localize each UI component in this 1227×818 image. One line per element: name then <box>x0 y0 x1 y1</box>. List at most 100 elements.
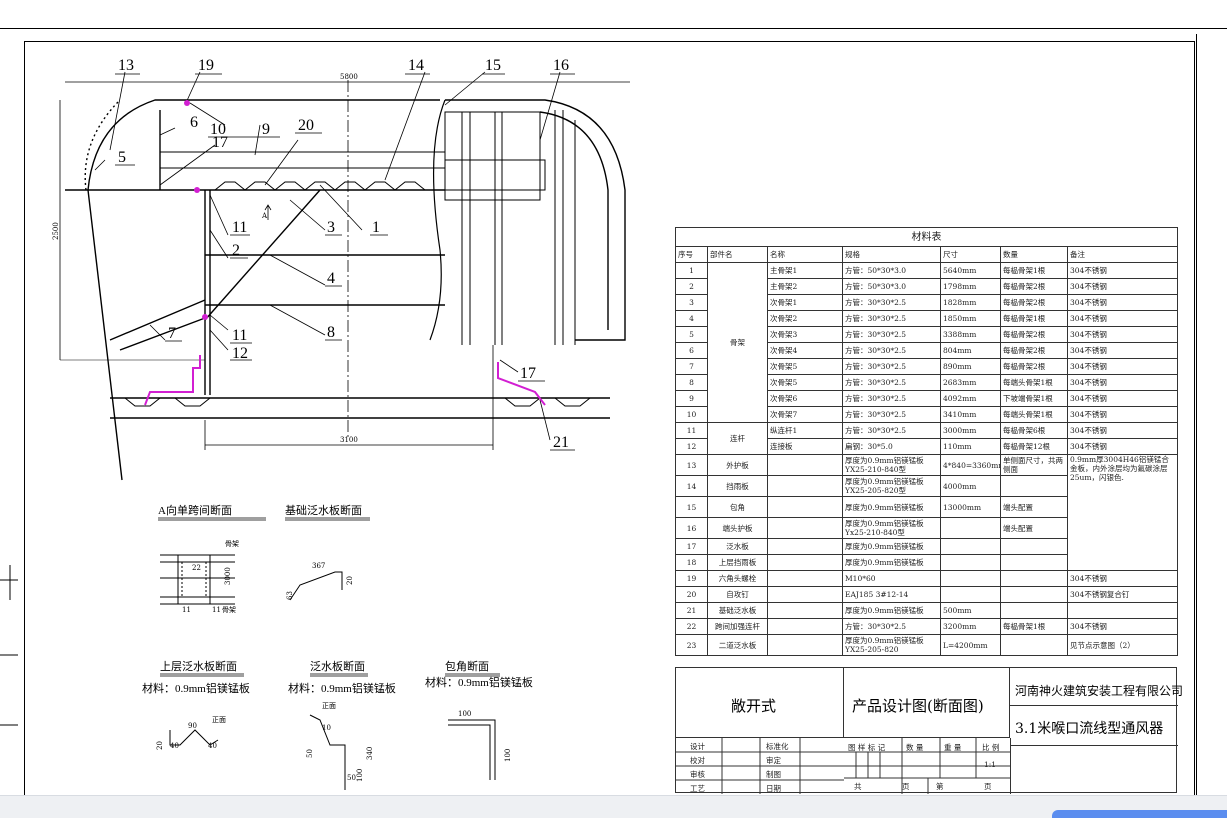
callout-13: 13 <box>118 57 134 74</box>
material-cell: 7 <box>675 358 708 375</box>
outer-arc-detail <box>84 99 121 191</box>
material-cell <box>767 538 843 555</box>
callout-underlines <box>115 73 575 451</box>
material-cell: 304不锈钢 <box>1067 342 1178 359</box>
bf-label-20: 20 <box>346 576 354 585</box>
material-cell <box>767 586 843 603</box>
material-cell: 10 <box>675 406 708 423</box>
callout-17b: 17 <box>520 365 536 382</box>
scale-value: 1:1 <box>984 760 997 769</box>
col-header: 数量 <box>1000 246 1068 263</box>
sheet-num: 第 <box>936 782 944 791</box>
bottom-bar <box>0 795 1227 818</box>
corner-title: 包角断面 <box>445 659 489 673</box>
right-frame-box <box>444 111 541 201</box>
material-cell: 厚度为0.9mm铝镁锰板 <box>842 538 941 555</box>
a-label-11a: 11 <box>182 606 191 614</box>
material-cell: 304不锈钢 <box>1067 570 1178 587</box>
material-cell: 每榀骨架2根 <box>1000 294 1068 311</box>
section-title-underlines <box>158 517 500 677</box>
material-cell: 每端头骨架1根 <box>1000 406 1068 423</box>
callout-2: 2 <box>232 242 240 259</box>
callout-12: 12 <box>232 345 248 362</box>
base-line <box>110 397 610 419</box>
co-label-100a: 100 <box>458 710 471 718</box>
material-cell: 4 <box>675 310 708 327</box>
material-cell: 304不锈钢 <box>1067 310 1178 327</box>
material-cell: 方管：50*30*3.0 <box>842 262 941 279</box>
material-cell <box>940 517 1001 539</box>
material-cell: 次骨架2 <box>767 310 843 327</box>
material-cell: 23 <box>675 634 708 656</box>
callout-20: 20 <box>298 117 314 134</box>
roof-corrugation <box>214 181 426 191</box>
material-cell: 每榀骨架2根 <box>1000 358 1068 375</box>
material-cell: 见节点示意图（2） <box>1067 634 1178 656</box>
material-cell: 500mm <box>940 602 1001 619</box>
upper-flash-material: 材料：0.9mm铝镁锰板 <box>142 681 250 695</box>
material-cell: 方管：30*30*2.5 <box>842 342 941 359</box>
callout-1: 1 <box>372 219 380 236</box>
material-cell: 厚度为0.9mm铝镁锰板 YX25-205-820型 <box>842 475 941 497</box>
material-cell: 804mm <box>940 342 1001 359</box>
material-cell: 下坡端骨架1根 <box>1000 390 1068 407</box>
mark-header-4: 比 例 <box>982 743 1000 752</box>
uf-label-front: 正面 <box>212 716 226 724</box>
material-cell: 方管：30*30*2.5 <box>842 374 941 391</box>
inner-border <box>24 41 1195 796</box>
material-cell: 1798mm <box>940 278 1001 295</box>
material-cell <box>940 586 1001 603</box>
material-cell: 304不锈钢 <box>1067 422 1178 439</box>
material-cell: 每榀骨架2根 <box>1000 326 1068 343</box>
material-cell: 厚度为0.9mm铝镁锰板 Yx25-210-840型 <box>842 517 941 539</box>
material-cell <box>1000 538 1068 555</box>
material-cell: 连接板 <box>767 438 843 455</box>
material-cell <box>767 517 843 539</box>
sheet-unit: 页 <box>902 782 910 791</box>
base-flash-sketch <box>289 571 343 601</box>
material-cell <box>767 602 843 619</box>
material-table-header: 序号 部件名 名称 规格 尺寸 数量 备注 <box>675 246 1178 263</box>
material-cell: 5 <box>675 326 708 343</box>
material-cell: 外护板 <box>707 454 768 476</box>
material-cell: 12 <box>675 438 708 455</box>
material-cell: 基础泛水板 <box>707 602 768 619</box>
sheet-total: 共 <box>854 782 862 791</box>
leader-lines <box>94 71 561 441</box>
fl-label-340: 340 <box>366 747 374 760</box>
material-cell: 16 <box>675 517 708 539</box>
dim-top-label: 5800 <box>340 73 358 81</box>
sign-mid-label: 标准化 <box>766 742 789 751</box>
upper-flash-title: 上层泛水板断面 <box>160 659 237 673</box>
material-cell: 厚度为0.9mm铝镁锰板 <box>842 496 941 518</box>
section-drawing: A 5800 2500 3100 13 19 14 15 16 5 6 10 9… <box>52 57 630 790</box>
material-cell <box>1067 602 1178 619</box>
callout-11b: 11 <box>232 327 247 344</box>
col-header: 备注 <box>1067 246 1178 263</box>
material-cell: 14 <box>675 475 708 497</box>
mark-grid-lines <box>844 738 1010 794</box>
callout-6: 6 <box>190 114 198 131</box>
sign-left-label: 校对 <box>690 756 705 765</box>
material-cell: 890mm <box>940 358 1001 375</box>
material-cell: 19 <box>675 570 708 587</box>
type-label: 敞开式 <box>731 697 777 715</box>
fl-label-100: 100 <box>356 769 364 782</box>
material-cell: 六角头螺栓 <box>707 570 768 587</box>
bottom-pill[interactable] <box>1052 810 1227 818</box>
right-shell <box>445 99 626 341</box>
material-cell: 3410mm <box>940 406 1001 423</box>
material-cell: 20 <box>675 586 708 603</box>
callout-17a: 17 <box>212 134 228 151</box>
company-cell <box>1010 668 1178 706</box>
material-cell: M10*60 <box>842 570 941 587</box>
material-cell: 跨间加强连杆 <box>707 618 768 635</box>
material-cell: 纵连杆1 <box>767 422 843 439</box>
fl-label-50a: 50 <box>306 749 314 758</box>
material-cell: 304不锈钢 <box>1067 294 1178 311</box>
material-cell: 方管：30*30*2.5 <box>842 294 941 311</box>
frame-mid-line <box>160 151 445 169</box>
